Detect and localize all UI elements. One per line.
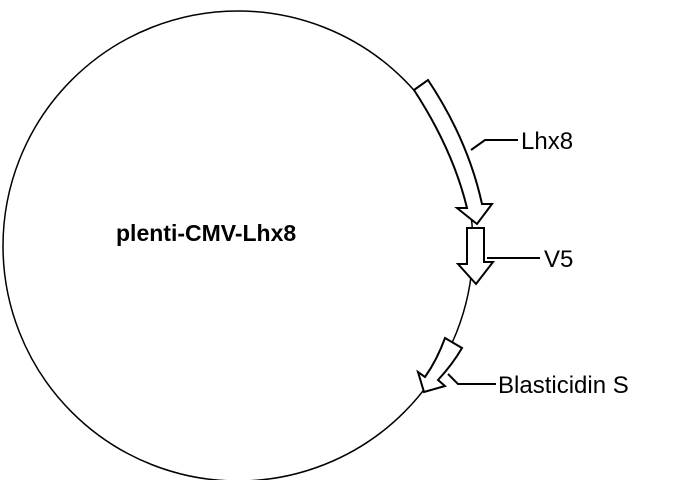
feature-blasticidin-leader: [447, 373, 496, 385]
feature-blasticidin-arrow: [416, 336, 464, 394]
plasmid-name: plenti-CMV-Lhx8: [116, 220, 296, 246]
feature-v5-label: V5: [544, 246, 573, 273]
feature-lhx8: Lhx8: [412, 78, 573, 226]
feature-lhx8-label: Lhx8: [521, 128, 573, 155]
feature-v5-arrow: [455, 227, 496, 286]
feature-lhx8-leader: [470, 139, 518, 151]
feature-lhx8-arrow: [412, 78, 494, 226]
feature-v5: V5: [455, 227, 573, 286]
feature-blasticidin: Blasticidin S: [416, 336, 629, 399]
feature-blasticidin-label: Blasticidin S: [498, 372, 629, 399]
